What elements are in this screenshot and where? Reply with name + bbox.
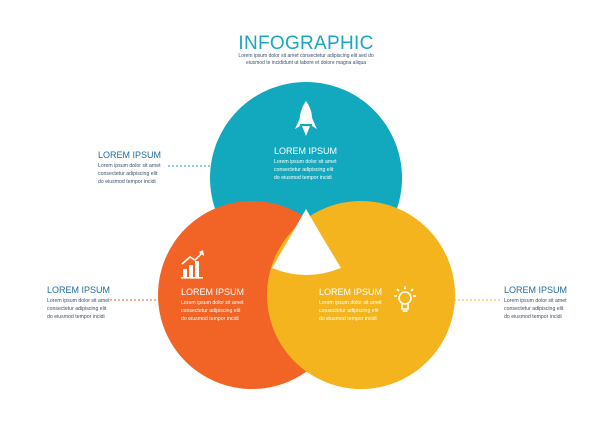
callout-top: LOREM IPSUM Lorem ipsum dolor sit amet c… (98, 150, 161, 186)
subtitle-line: Lorem ipsum dolor sit amet consectetur a… (238, 53, 374, 59)
circle-right-line: Lorem ipsum dolor sit amet (319, 300, 382, 306)
callout-right-line: do eiusmod tempor incidi (504, 313, 562, 320)
callout-top-line: do eiusmod tempor incidi (98, 178, 156, 185)
subtitle-line: eiusmod te incididunt ut labore et dolor… (245, 59, 367, 66)
page-title: INFOGRAPHIC (238, 33, 374, 54)
rocket-icon (295, 101, 317, 136)
callout-right-heading: LOREM IPSUM (504, 285, 568, 295)
circle-left-heading: LOREM IPSUM (181, 287, 245, 297)
circle-top-line: consectetur adipiscing elit (274, 166, 334, 173)
callout-left-line: do eiusmod tempor incidi (47, 313, 105, 320)
callout-left-line: consectetur adipiscing elit (47, 305, 107, 312)
callout-top-heading: LOREM IPSUM (98, 150, 162, 160)
center-overlap (272, 209, 341, 275)
circle-top-line: do eiusmod tempor incidi (274, 174, 332, 181)
circle-left-line: Lorem ipsum dolor sit amet (181, 300, 244, 306)
chart-growth-icon (181, 250, 204, 279)
circle-right-line: do eiusmod tempor incidi (319, 315, 377, 322)
callout-left-line: Lorem ipsum dolor sit amet (47, 298, 110, 304)
circle-left-line: do eiusmod tempor incidi (181, 315, 239, 322)
circle-top-text: LOREM IPSUM Lorem ipsum dolor sit amet c… (274, 146, 337, 182)
lightbulb-icon (394, 286, 416, 312)
callout-right-line: Lorem ipsum dolor sit amet (504, 298, 567, 304)
callout-left: LOREM IPSUM Lorem ipsum dolor sit amet c… (47, 285, 110, 321)
circle-top-heading: LOREM IPSUM (274, 146, 338, 156)
callout-right: LOREM IPSUM Lorem ipsum dolor sit amet c… (504, 285, 567, 321)
circle-left-text: LOREM IPSUM Lorem ipsum dolor sit amet c… (181, 287, 244, 323)
circle-right-text: LOREM IPSUM Lorem ipsum dolor sit amet c… (319, 287, 382, 323)
circle-left-line: consectetur adipiscing elit (181, 307, 241, 314)
callout-top-line: consectetur adipiscing elit (98, 170, 158, 177)
callout-top-line: Lorem ipsum dolor sit amet (98, 163, 161, 169)
circle-right-line: consectetur adipiscing elit (319, 307, 379, 314)
circle-right-heading: LOREM IPSUM (319, 287, 383, 297)
callout-left-heading: LOREM IPSUM (47, 285, 111, 295)
page-subtitle: Lorem ipsum dolor sit amet consectetur a… (0, 53, 612, 66)
callout-right-line: consectetur adipiscing elit (504, 305, 564, 312)
circle-top-line: Lorem ipsum dolor sit amet (274, 159, 337, 165)
